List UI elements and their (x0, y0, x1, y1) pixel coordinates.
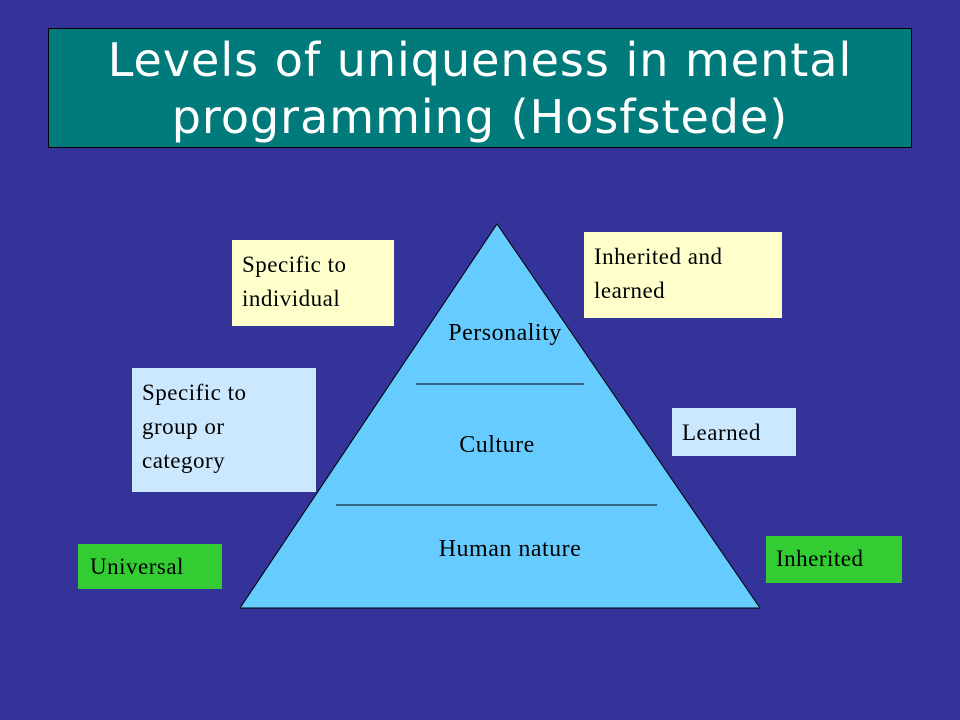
note-learned: Learned (672, 408, 796, 456)
note-universal: Universal (78, 544, 222, 589)
slide-title-line-1: Levels of uniqueness in mental (107, 33, 853, 87)
note-group-line-3: category (142, 448, 226, 473)
note-individual-line-1: Specific to (242, 252, 347, 277)
note-specific-to-group: Specific to group or category (132, 368, 316, 492)
layer-culture: Culture (459, 432, 535, 458)
slide-title: Levels of uniqueness in mental programmi… (48, 28, 912, 148)
note-group-line-2: group or (142, 414, 225, 439)
slide-title-line-2: programming (Hosfstede) (171, 90, 789, 144)
note-inherited-and-learned: Inherited and learned (584, 232, 782, 318)
layer-personality: Personality (448, 320, 562, 346)
note-individual-line-2: individual (242, 286, 341, 311)
note-inherited: Inherited (766, 536, 902, 583)
note-inherited-learned-line-1: Inherited and (594, 244, 723, 269)
note-inherited-learned-line-2: learned (594, 278, 666, 303)
layer-human-nature: Human nature (438, 536, 582, 562)
pyramid-shape (239, 223, 761, 609)
note-specific-to-individual: Specific to individual (232, 240, 394, 326)
note-group-line-1: Specific to (142, 380, 247, 405)
